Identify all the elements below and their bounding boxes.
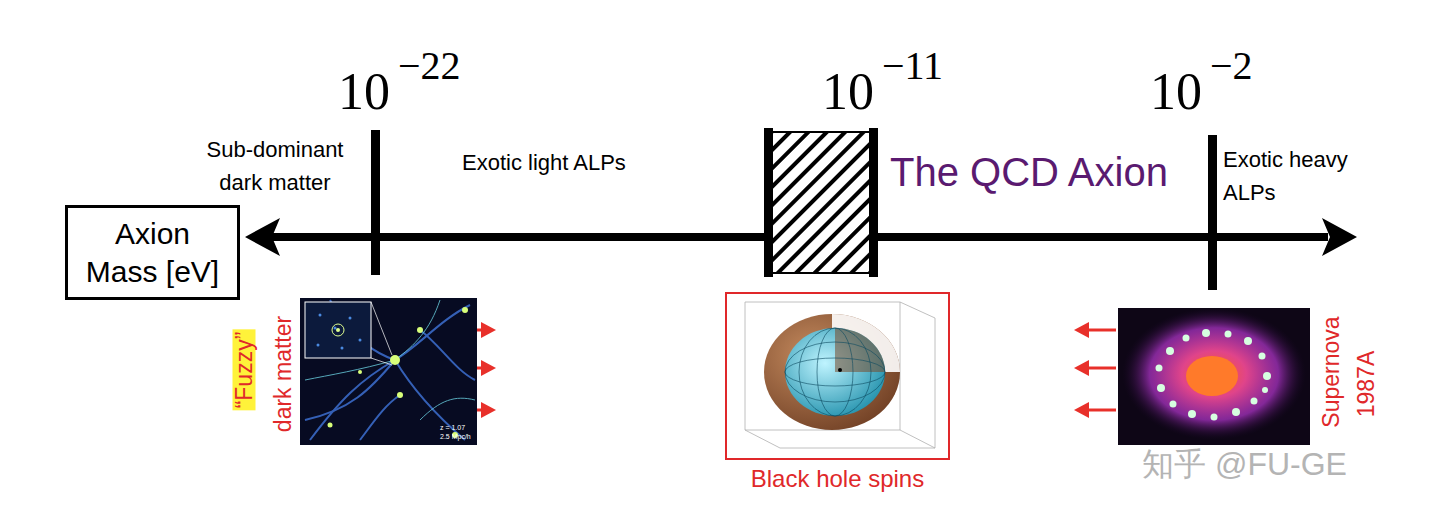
node-heading: Black hole spins [751,464,924,494]
region-title: The QCD Axion [890,152,1168,192]
image-caption: Supernova [1320,316,1343,427]
constraint-arrows [1074,322,1116,418]
black-hole-image [745,302,935,448]
band-edge [869,128,878,277]
tick-mark [371,130,380,275]
hatched-band [771,132,871,273]
image-annotation: 2.5 Mpc/h [440,433,471,440]
supernova-image [1118,308,1310,445]
tick-mark [1208,135,1217,290]
axis-value: 10 [1150,66,1202,118]
illustration-frame: Black hole spins [725,292,950,460]
image-caption: “Fuzzy” [233,330,256,411]
image-annotation: z = 1.07 [440,424,465,431]
axis-exponent: −11 [882,46,943,86]
axis-exponent: −22 [398,46,461,86]
region-label: Exotic light ALPs [462,152,626,174]
axis-arrowhead [245,218,280,256]
axis-title-box: Axion Mass [eV] [65,205,240,300]
axis-value: 10 [338,66,390,118]
band-ground [771,132,871,273]
band-edge [764,128,773,277]
node-label: Axion Mass [eV] [83,215,223,290]
axis-arrowhead [1322,218,1357,256]
region-label: Exotic heavy ALPs [1223,143,1373,209]
simulation-image [300,298,477,445]
axis-value: 10 [822,66,874,118]
axis-exponent: −2 [1210,46,1253,86]
watermark: 知乎 @FU-GE [1142,448,1347,480]
region-label: Sub-dominant dark matter [195,133,355,199]
image-caption: dark matter [272,316,295,432]
image-caption: 1987A [1355,351,1378,418]
inset-frame [305,302,371,358]
